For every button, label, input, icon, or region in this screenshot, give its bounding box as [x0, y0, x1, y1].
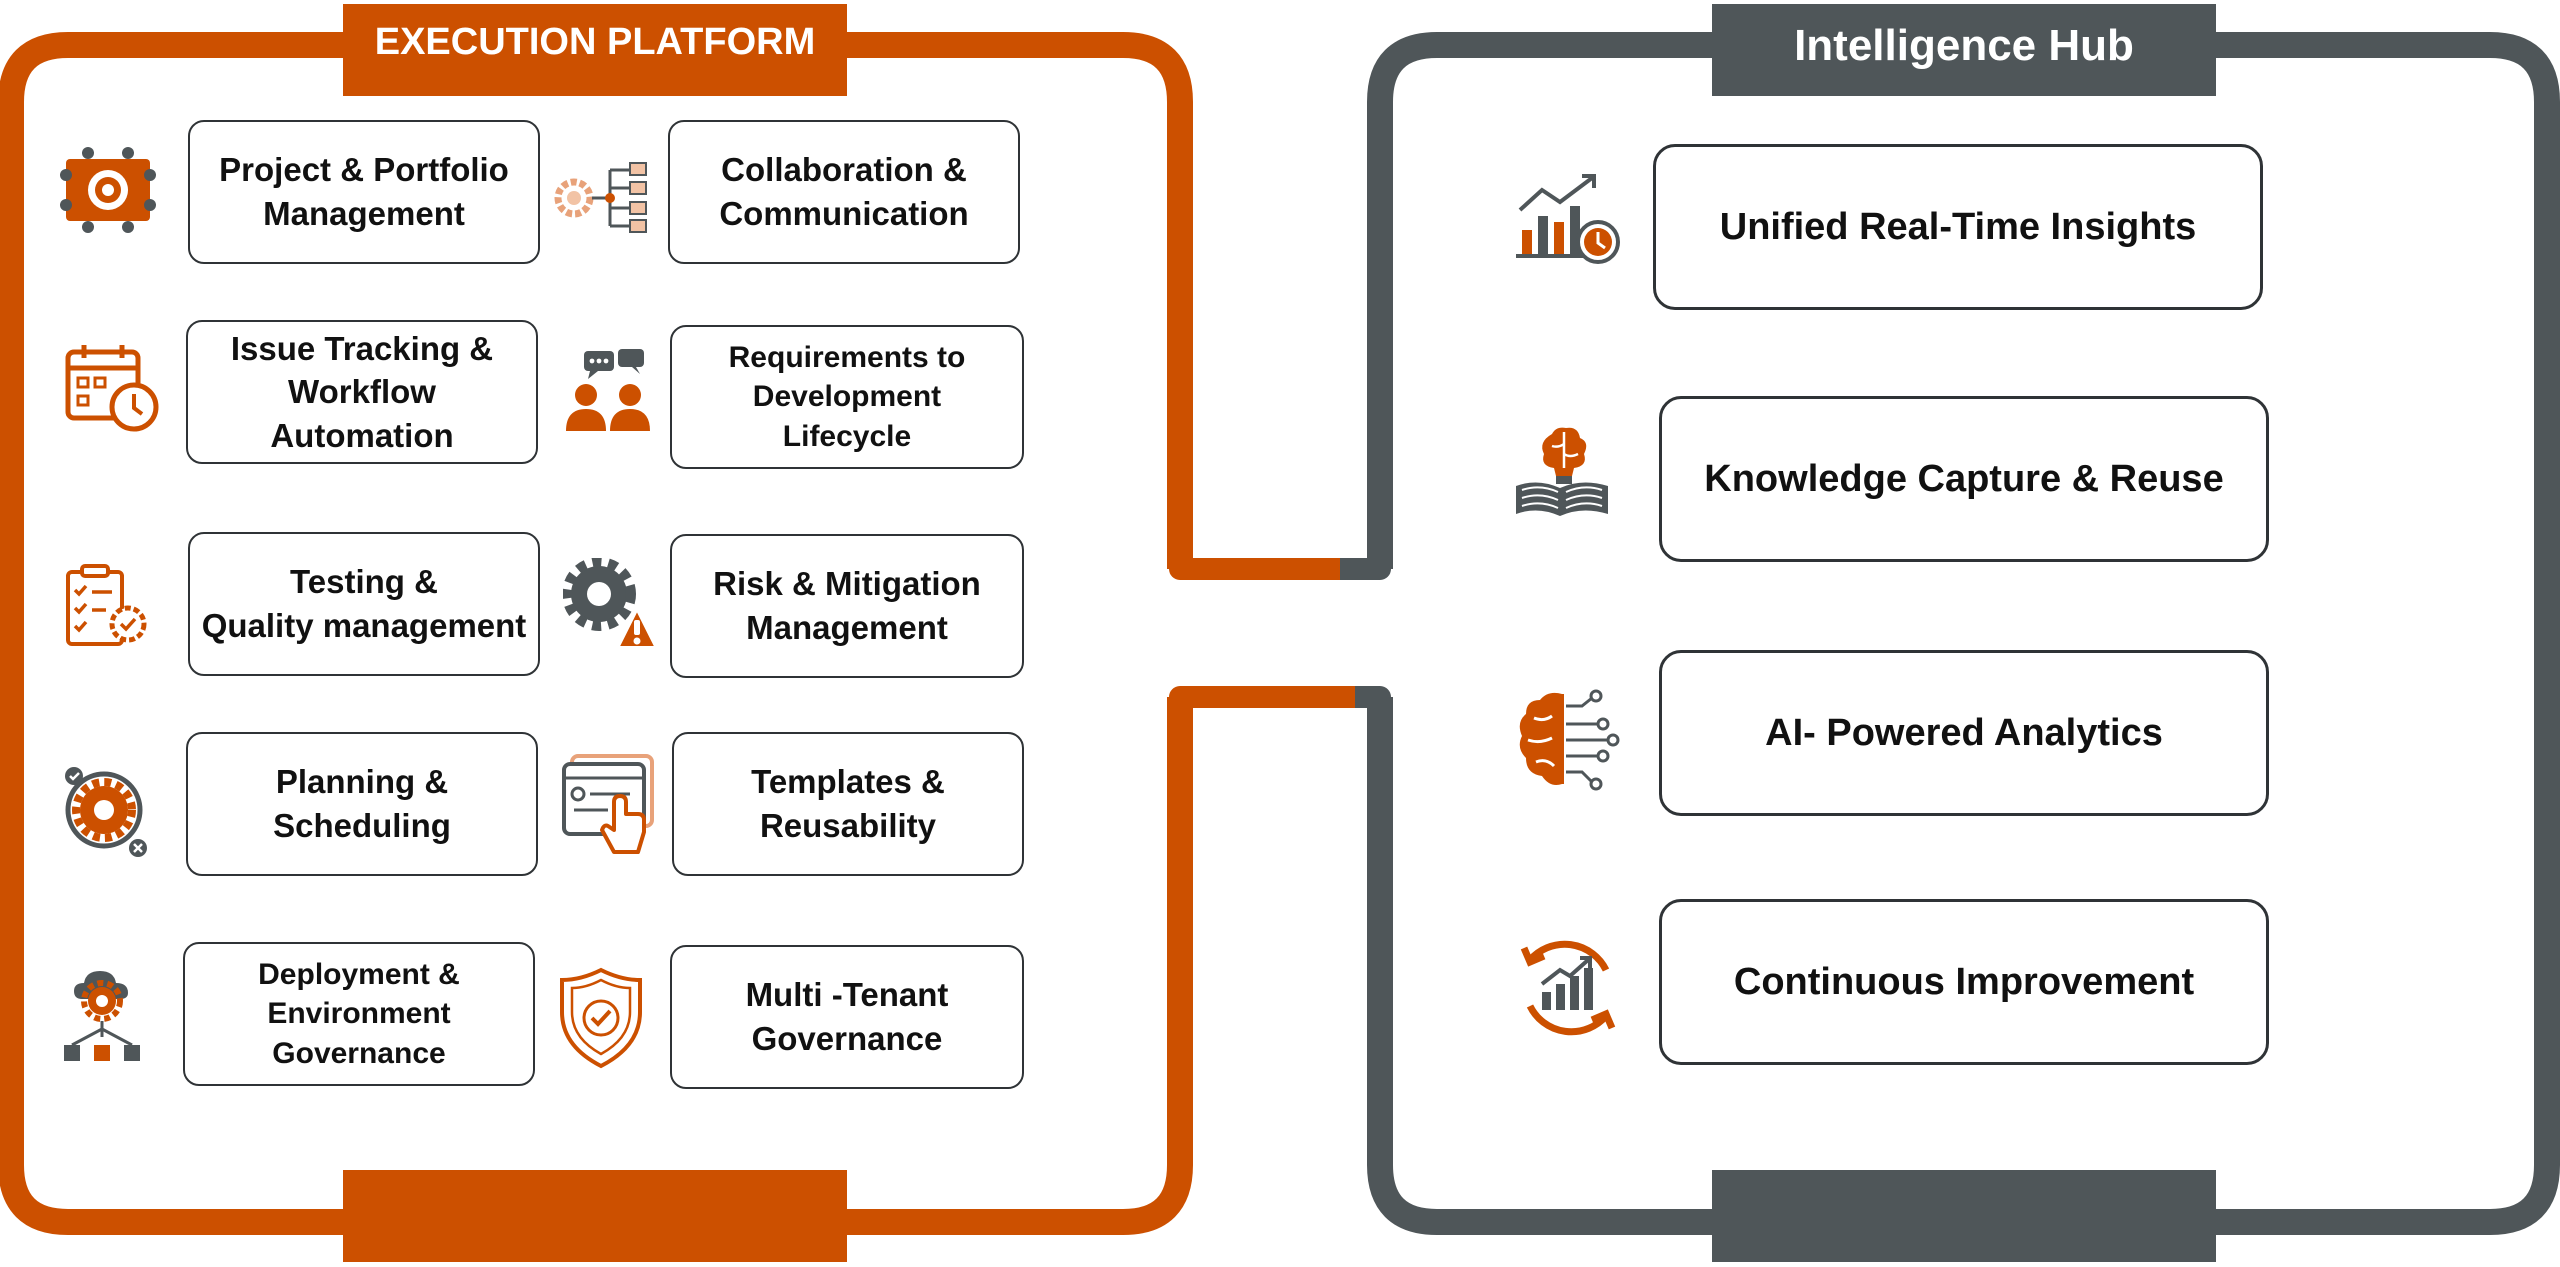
exec-item-collaboration: Collaboration & Communication: [668, 120, 1020, 264]
chart-clock-icon: [1516, 174, 1620, 264]
shield-check-icon: [560, 967, 642, 1069]
team-chat-icon: [566, 349, 650, 431]
execution-frame-upper: [0, 32, 1193, 1235]
hub-frame: [1367, 32, 2560, 1235]
execution-title-tab: [343, 4, 847, 96]
hub-item-ai-analytics: AI- Powered Analytics: [1659, 650, 2269, 816]
chart-cycle-icon: [1520, 940, 1616, 1036]
template-click-icon: [562, 754, 654, 854]
ai-brain-icon: [1519, 689, 1620, 791]
exec-item-testing: Testing & Quality management: [188, 532, 540, 676]
exec-item-templates: Templates & Reusability: [672, 732, 1024, 876]
hub-bottom-tab: [1712, 1170, 2216, 1262]
connector-top-gray: [1340, 540, 1391, 580]
exec-item-risk: Risk & Mitigation Management: [670, 534, 1024, 678]
exec-item-multi-tenant: Multi -Tenant Governance: [670, 945, 1024, 1089]
calendar-clock-icon: [65, 345, 159, 432]
hub-item-unified-insights: Unified Real-Time Insights: [1653, 144, 2263, 310]
hub-title: Intelligence Hub: [1794, 21, 2134, 70]
execution-title: EXECUTION PLATFORM: [374, 20, 816, 63]
brain-book-icon: [1516, 427, 1608, 516]
gear-network-icon: [554, 162, 647, 233]
exec-item-planning: Planning & Scheduling: [186, 732, 538, 876]
connector-bottom-gray: [1355, 686, 1391, 730]
cloud-deploy-icon: [64, 971, 140, 1061]
gear-circuit-icon: [60, 147, 156, 233]
exec-item-project-portfolio: Project & Portfolio Management: [188, 120, 540, 264]
hub-title-tab: [1712, 4, 2216, 96]
exec-item-requirements: Requirements to Development Lifecycle: [670, 325, 1024, 469]
connector-bottom-orange: [1169, 686, 1360, 720]
checklist-gear-icon: [66, 564, 147, 646]
exec-item-deployment: Deployment & Environment Governance: [183, 942, 535, 1086]
hub-item-knowledge: Knowledge Capture & Reuse: [1659, 396, 2269, 562]
exec-item-issue-tracking: Issue Tracking & Workflow Automation: [186, 320, 538, 464]
gear-warning-icon: [563, 558, 659, 650]
execution-bottom-tab: [343, 1170, 847, 1262]
hub-item-continuous: Continuous Improvement: [1659, 899, 2269, 1065]
gear-cycle-icon: [65, 767, 147, 857]
